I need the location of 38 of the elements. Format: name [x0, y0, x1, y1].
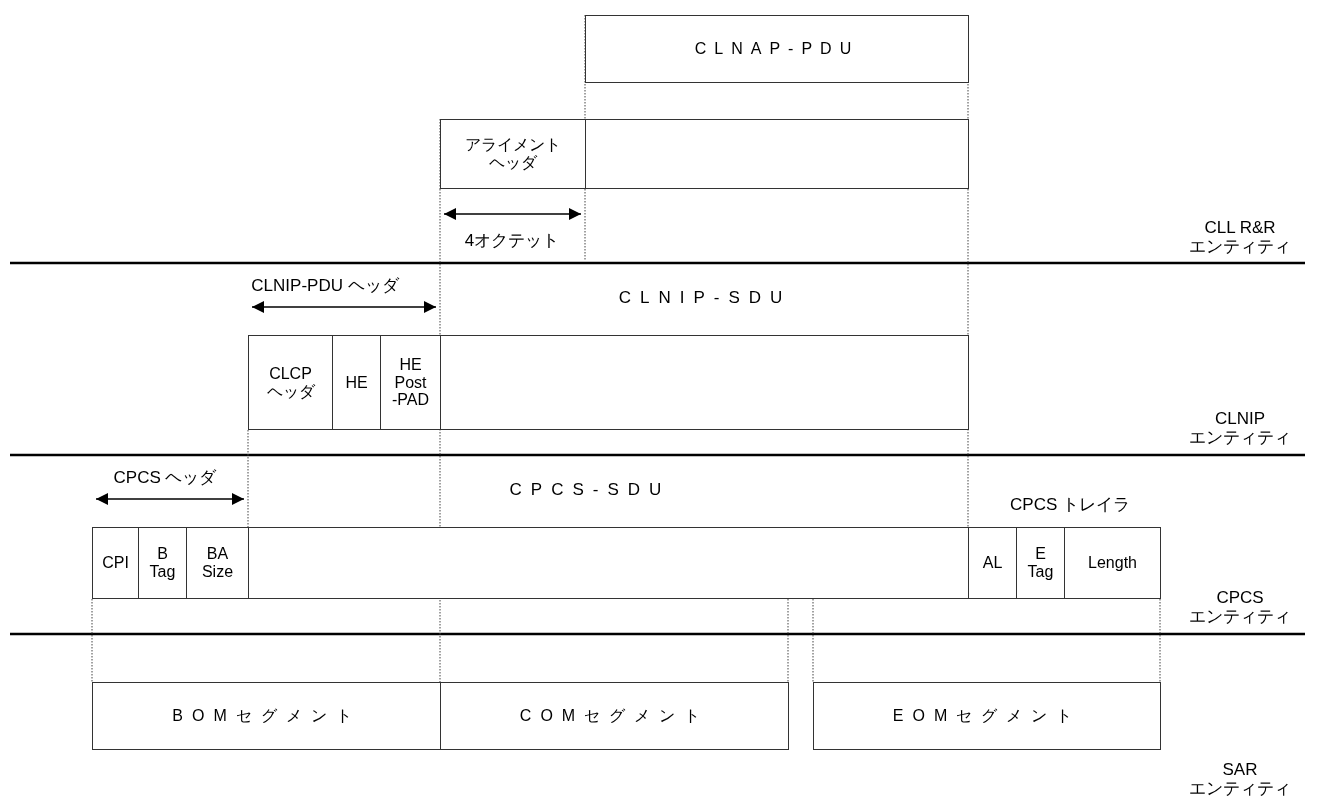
diagram-label: CPCS ヘッダ [112, 468, 218, 488]
cell-label: HE [345, 373, 368, 392]
diagram-label: SAR エンティティ [1188, 760, 1292, 799]
cell-label: CPI [102, 554, 129, 572]
field-cell [332, 335, 381, 430]
cell-label: BA Size [201, 545, 234, 581]
diagram-label: CLNIP-PDU ヘッダ [250, 276, 400, 296]
cell-label: COMセグメント [519, 707, 710, 725]
field-cell [1016, 527, 1065, 599]
field-cell [968, 527, 1017, 599]
cell-label: HE Post -PAD [391, 355, 429, 410]
cell-label: AL [982, 554, 1003, 572]
field-cell [440, 119, 586, 189]
field-cell [585, 15, 969, 83]
cell-label: アライメントヘッダ [465, 136, 561, 172]
cell-label: EOMセグメント [892, 707, 1082, 725]
cell-label: E Tag [1027, 545, 1054, 581]
field-cell [813, 682, 1161, 750]
cell-label: Length [1088, 554, 1137, 572]
cell-label: BOMセグメント [172, 707, 361, 725]
field-cell [1064, 527, 1161, 599]
diagram-label: CLNIP エンティティ [1188, 409, 1292, 448]
field-cell [248, 335, 333, 430]
diagram-label: CLL R&R エンティティ [1188, 218, 1292, 257]
cell-label: B Tag [149, 545, 176, 581]
diagram-label: CPCS トレイラ [1009, 495, 1131, 515]
field-cell [92, 527, 139, 599]
cell-label: CLCP ヘッダ [266, 364, 315, 401]
field-cell [138, 527, 187, 599]
field-cell [186, 527, 249, 599]
diagram-label: CPCS エンティティ [1188, 588, 1292, 627]
field-cell [92, 682, 441, 750]
field-cell [380, 335, 441, 430]
diagram-label: CPCS-SDU [508, 480, 672, 500]
cell-label: CLNAP-PDU [694, 40, 860, 58]
field-cell [440, 682, 789, 750]
diagram-label: CLNIP-SDU [617, 288, 793, 308]
diagram-label: 4オクテット [463, 231, 561, 251]
